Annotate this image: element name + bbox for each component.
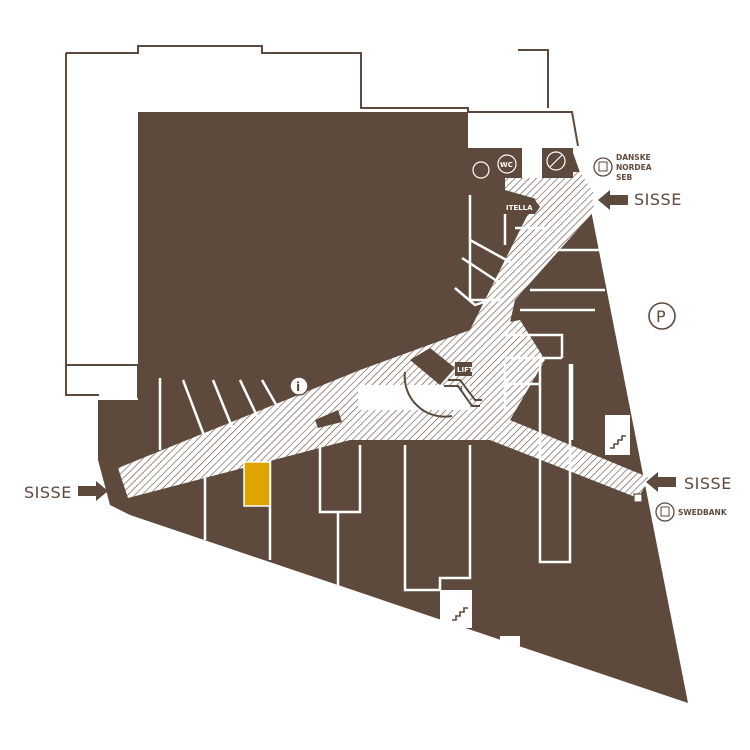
building-outline-left xyxy=(66,364,139,398)
escalator-arc xyxy=(403,371,453,418)
wc-icon[interactable] xyxy=(497,154,517,174)
corridor-upper-arm[interactable] xyxy=(505,172,595,200)
stairs-area-right xyxy=(605,415,630,455)
entrance-top-right-label: SISSE xyxy=(634,190,682,209)
escalator-block[interactable] xyxy=(410,348,455,385)
info-icon[interactable] xyxy=(289,376,309,396)
baby-care-icon[interactable] xyxy=(472,161,490,179)
entrance-bottom-right-label: SISSE xyxy=(684,474,732,493)
atm-bank-2: NORDEA xyxy=(616,163,652,172)
stairs-notch xyxy=(500,636,520,646)
atm-bank-1: DANSKE xyxy=(616,153,651,162)
floor-body-upper xyxy=(138,378,160,470)
kiosk[interactable] xyxy=(315,410,342,428)
atm-icon[interactable] xyxy=(593,157,613,177)
central-plaza xyxy=(358,385,470,410)
selected-store[interactable] xyxy=(243,461,271,507)
lift-icon[interactable] xyxy=(455,362,472,376)
building-outline-right xyxy=(518,49,549,108)
building-outline xyxy=(65,45,579,396)
anchor-store[interactable] xyxy=(138,112,468,378)
stairs-icon xyxy=(452,435,626,621)
entrance-left-label: SISSE xyxy=(24,483,72,502)
info-small-icon: i xyxy=(460,385,463,394)
right-notch xyxy=(633,493,643,503)
wc-label: WC xyxy=(500,161,513,169)
corridor-top[interactable] xyxy=(470,190,595,345)
parking-icon[interactable] xyxy=(648,302,676,330)
entrance-arrow-icon-top-right[interactable] xyxy=(598,190,628,210)
stairs-area-bottom xyxy=(440,590,472,628)
entrance-arrow-icon-bottom-right[interactable] xyxy=(646,472,676,492)
itella-label: ITELLA xyxy=(506,204,533,212)
parking-label: P xyxy=(656,307,666,326)
atm-icon-bottom[interactable] xyxy=(655,502,675,522)
service-gap xyxy=(522,148,542,178)
entrance-arrow-icon[interactable] xyxy=(78,481,108,501)
atm-swedbank: SWEDBANK xyxy=(678,508,728,517)
accessibility-icon[interactable] xyxy=(546,151,566,171)
store-dividers xyxy=(158,195,605,600)
escalator-icon xyxy=(444,379,482,407)
atm-bank-3: SEB xyxy=(616,173,633,182)
itella-store[interactable] xyxy=(503,200,540,214)
info-icon-glyph: i xyxy=(296,380,300,394)
corridor-right[interactable] xyxy=(350,320,650,498)
lift-label: LIFT xyxy=(457,366,474,374)
